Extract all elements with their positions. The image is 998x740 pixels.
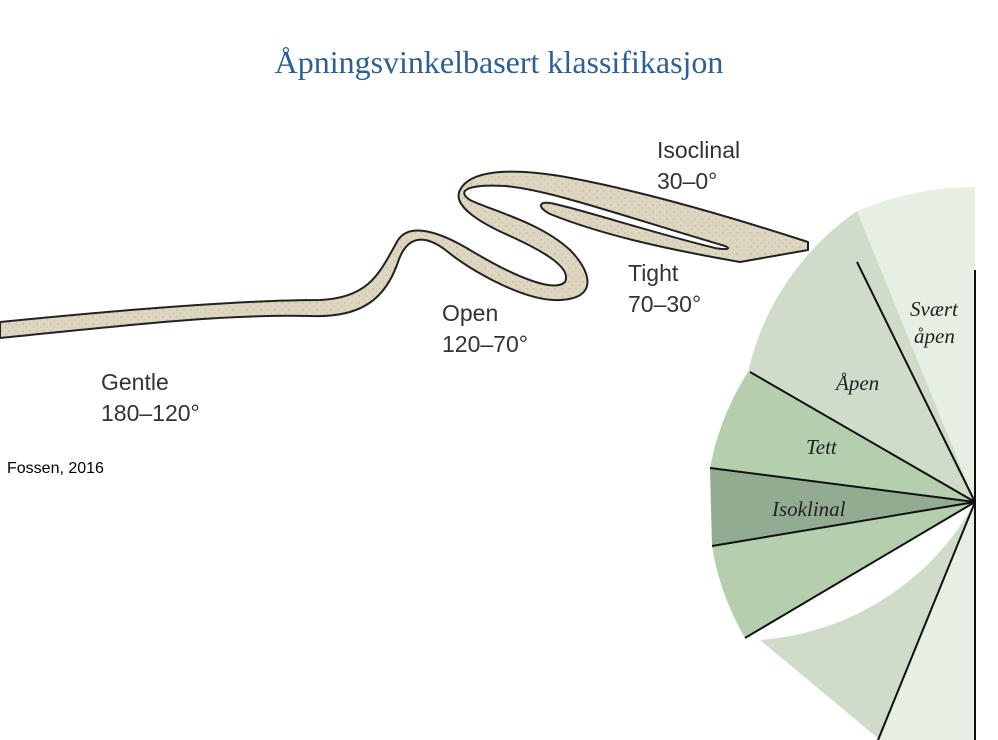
- fold-name-isoclinal: Isoclinal: [657, 137, 741, 163]
- fold-range-gentle: 180–120°: [101, 400, 200, 426]
- sector-line: [856, 261, 976, 503]
- sector-label-isoklinal: Isoklinal: [771, 497, 846, 521]
- sector-line: [711, 501, 976, 547]
- fold-label-gentle: Gentle 180–120°: [101, 367, 200, 429]
- folded-layer: [0, 170, 809, 339]
- sector-line: [709, 467, 976, 503]
- sector-apen: [748, 211, 975, 502]
- fold-name-gentle: Gentle: [101, 369, 169, 395]
- sector-apen-lower: [760, 502, 975, 740]
- fold-name-open: Open: [442, 300, 499, 326]
- sector-line: [749, 371, 976, 503]
- source-credit: Fossen, 2016: [7, 460, 104, 477]
- sector-svaert-apen: [857, 187, 975, 502]
- fold-range-open: 120–70°: [442, 331, 528, 357]
- page-title: Åpningsvinkelbasert klassifikasjon: [274, 44, 724, 80]
- fold-name-tight: Tight: [628, 260, 679, 286]
- sector-line: [744, 501, 976, 639]
- sector-label-svaert: Svært: [910, 297, 959, 321]
- fold-label-tight: Tight 70–30°: [628, 258, 708, 320]
- fold-range-isoclinal: 30–0°: [657, 168, 718, 194]
- fold-range-tight: 70–30°: [628, 291, 702, 317]
- sector-line: [877, 501, 976, 740]
- angle-sector-diagram: Svært åpen Åpen Tett Isoklinal: [709, 187, 976, 740]
- sector-label-apen: Åpen: [834, 371, 879, 395]
- fold-label-isoclinal: Isoclinal 30–0°: [657, 135, 740, 197]
- sector-label-tett: Tett: [806, 435, 838, 459]
- sector-tett: [710, 372, 975, 502]
- sector-isoklinal: [710, 468, 975, 546]
- fold-label-open: Open 120–70°: [442, 298, 528, 360]
- sector-label-apen2: åpen: [914, 324, 955, 348]
